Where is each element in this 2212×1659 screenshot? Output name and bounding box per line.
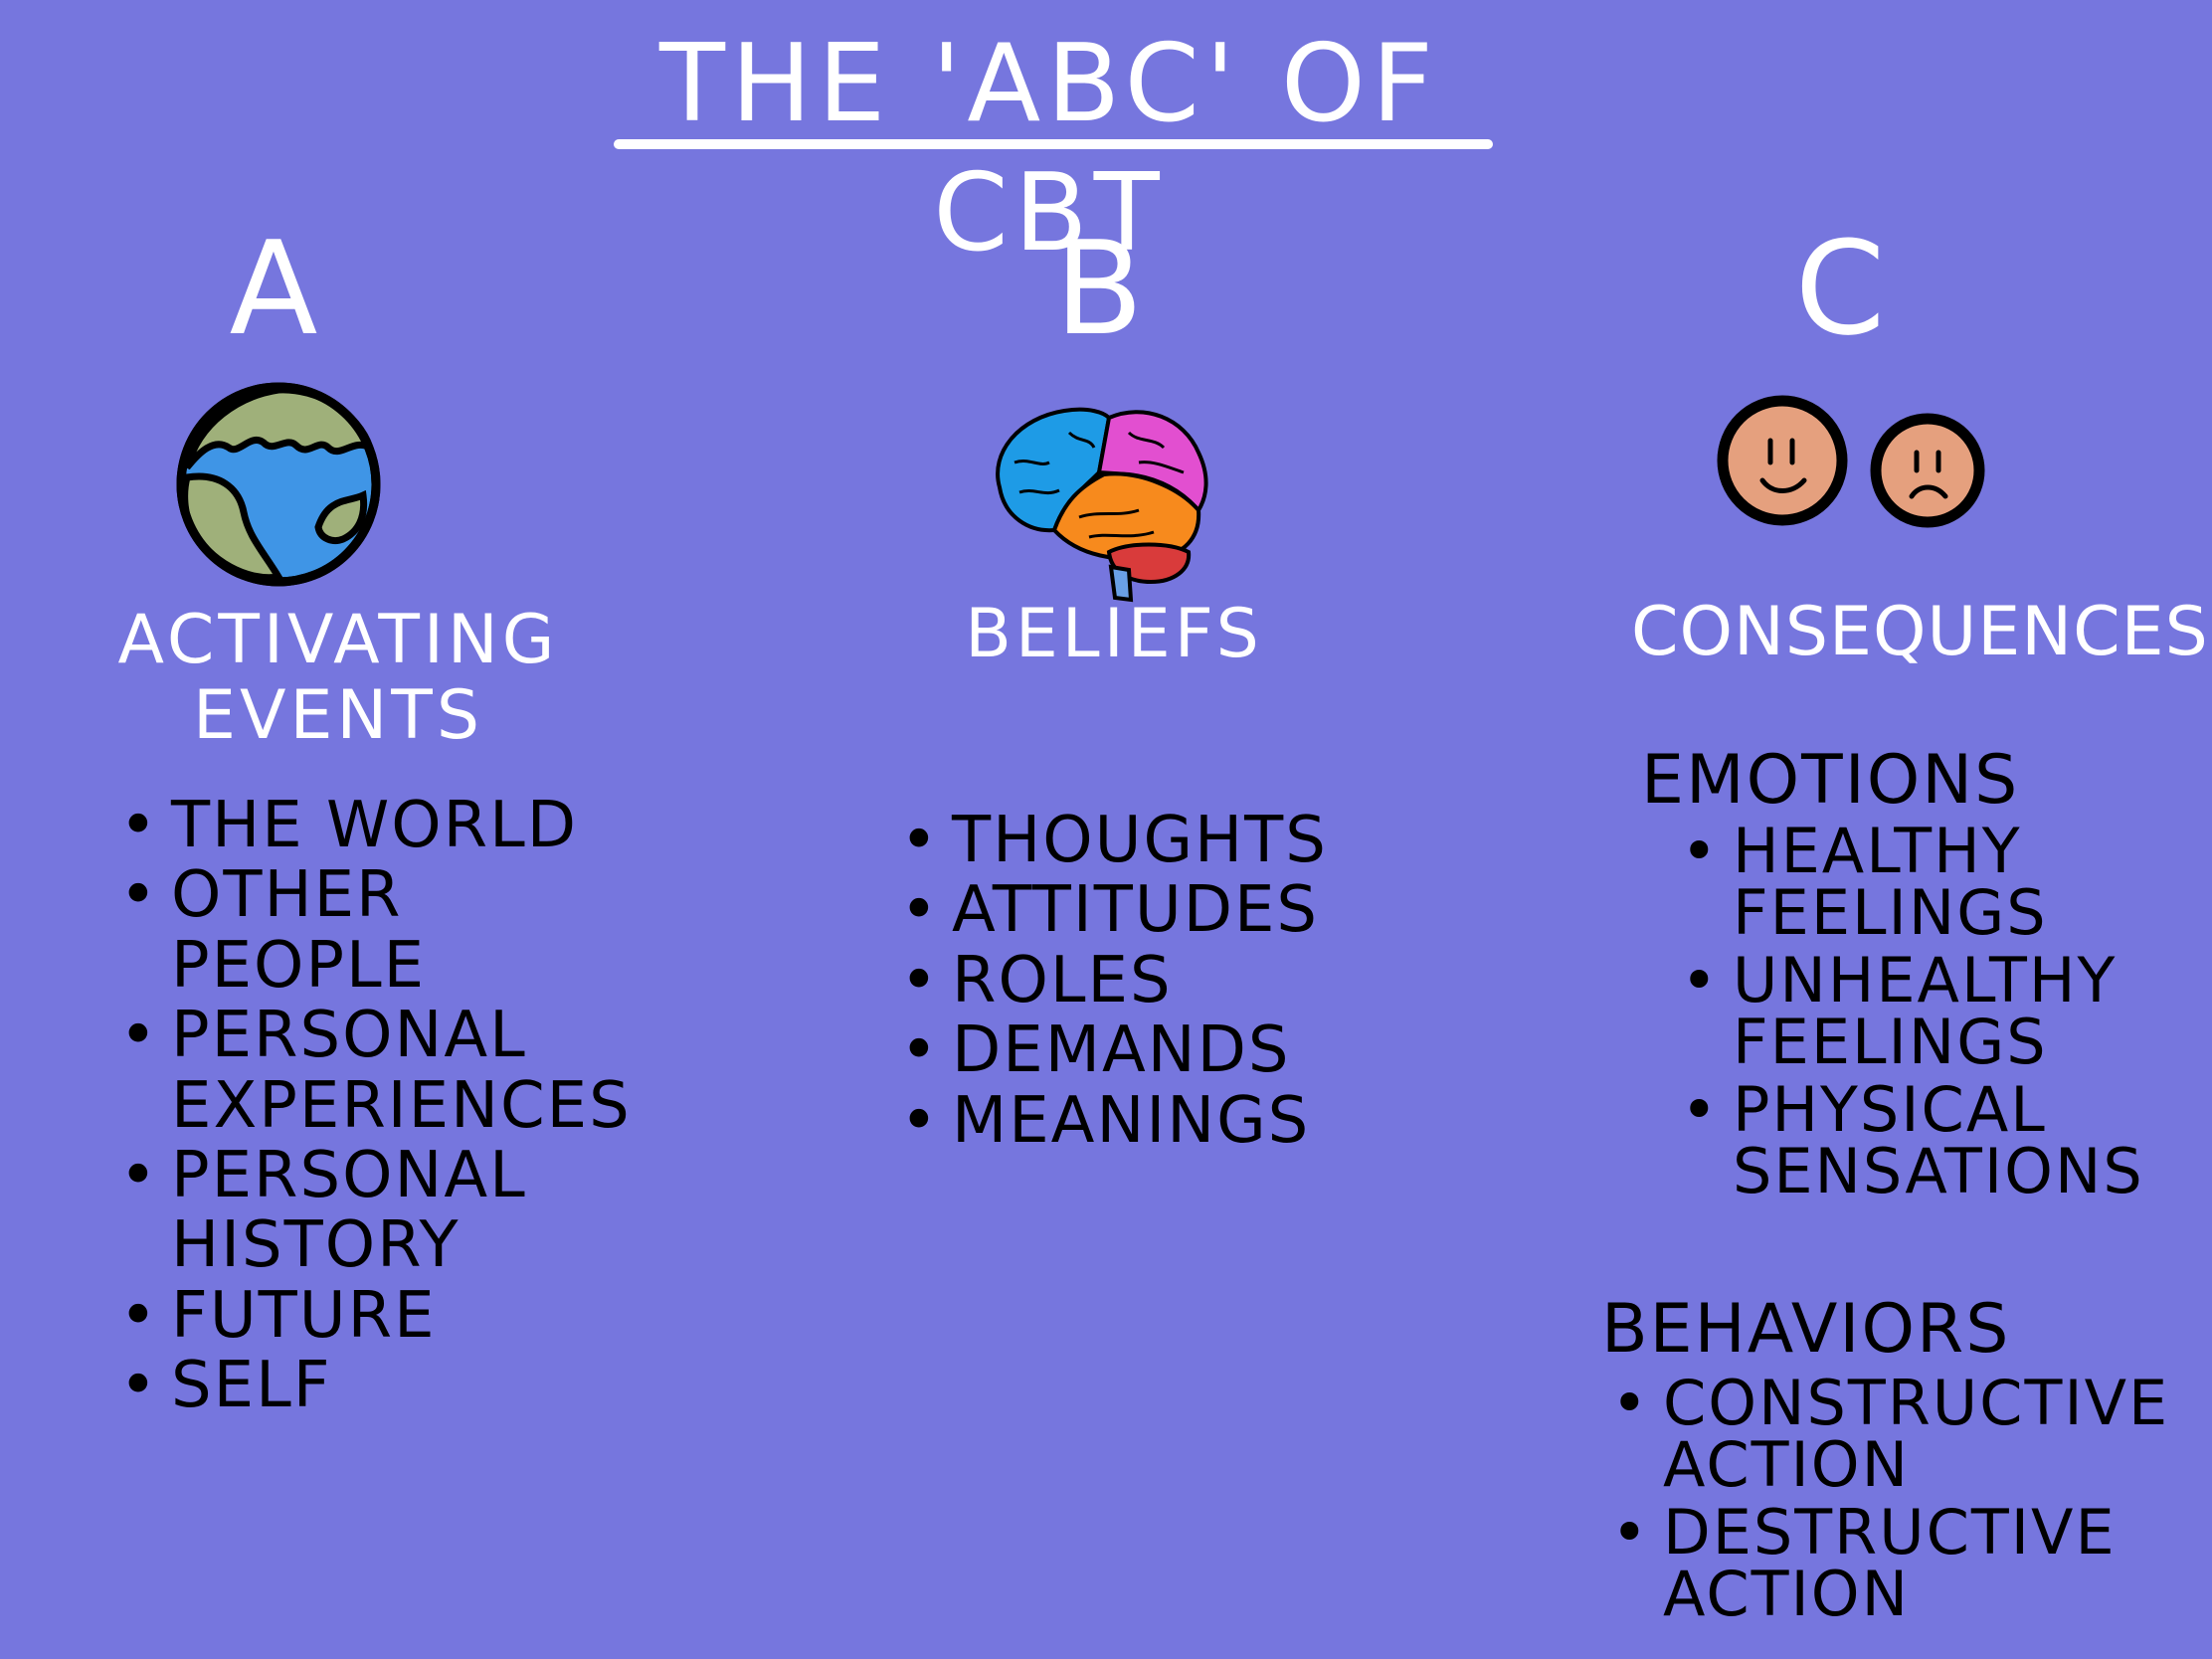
- brain-icon: [980, 393, 1218, 607]
- emotions-list: HEALTHY FEELINGS UNHEALTHY FEELINGS PHYS…: [1681, 821, 2198, 1208]
- faces-icon: [1711, 393, 1999, 532]
- column-a-letter: A: [229, 213, 318, 364]
- column-b-letter: B: [1054, 213, 1144, 364]
- list-item: ROLES: [900, 945, 1417, 1015]
- list-item: THOUGHTS: [900, 806, 1417, 876]
- column-b-list: THOUGHTS ATTITUDES ROLES DEMANDS MEANING…: [900, 806, 1417, 1157]
- list-item: ATTITUDES: [900, 875, 1417, 946]
- column-b-heading: BELIEFS: [965, 595, 1263, 673]
- behaviors-list: CONSTRUCTIVE ACTION DESTRUCTIVE ACTION: [1611, 1373, 2178, 1631]
- list-item: THE WORLD: [119, 791, 676, 861]
- list-item: PERSONAL HISTORY: [119, 1141, 676, 1281]
- list-item: FUTURE: [119, 1280, 676, 1351]
- sad-face-icon: [1870, 413, 1985, 528]
- list-item: PERSONAL EXPERIENCES: [119, 1001, 676, 1141]
- title-underline: [614, 139, 1493, 149]
- column-a-list: THE WORLD OTHER PEOPLE PERSONAL EXPERIEN…: [119, 791, 676, 1421]
- column-a-heading: ACTIVATING EVENTS: [117, 601, 559, 756]
- list-item: HEALTHY FEELINGS: [1681, 821, 2198, 944]
- list-item: CONSTRUCTIVE ACTION: [1611, 1373, 2178, 1496]
- behaviors-heading: BEHAVIORS: [1601, 1290, 2011, 1369]
- list-item: PHYSICAL SENSATIONS: [1681, 1079, 2198, 1202]
- list-item: SELF: [119, 1351, 676, 1421]
- page-title: THE 'ABC' OF CBT: [658, 22, 1440, 276]
- list-item: OTHER PEOPLE: [119, 860, 676, 1001]
- happy-face-icon: [1717, 395, 1848, 526]
- list-item: UNHEALTHY FEELINGS: [1681, 950, 2198, 1073]
- emotions-heading: EMOTIONS: [1641, 741, 2020, 820]
- list-item: MEANINGS: [900, 1085, 1417, 1156]
- column-c-letter: C: [1794, 213, 1886, 364]
- list-item: DEMANDS: [900, 1015, 1417, 1086]
- globe-icon: [169, 378, 388, 592]
- list-item: DESTRUCTIVE ACTION: [1611, 1502, 2178, 1625]
- column-c-heading: CONSEQUENCES: [1631, 593, 2209, 671]
